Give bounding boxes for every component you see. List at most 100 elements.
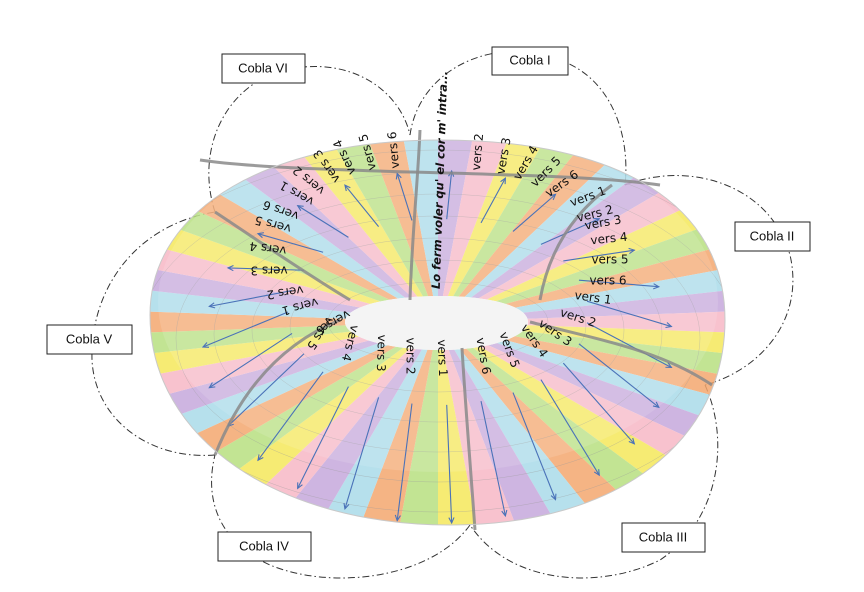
flow-arrow-head [550, 493, 557, 501]
torus-stripe [389, 140, 438, 322]
flow-arrow [209, 290, 293, 307]
torus-grid-ring [213, 215, 663, 453]
torus-stripe [438, 247, 725, 322]
cobla3-vers-6: vers 6 [473, 336, 493, 375]
torus-stripe [438, 322, 582, 525]
torus-stripe [341, 322, 438, 525]
torus-stripe [438, 218, 725, 322]
flow-arrow [540, 379, 600, 476]
flow-arrow-head [628, 247, 636, 254]
cobla1-vers-2: vers 2 [469, 133, 486, 171]
torus-grid-ring [251, 237, 625, 423]
flow-arrow-head [296, 204, 304, 211]
cobla-box-2: Cobla II [734, 221, 811, 252]
torus-stripe [438, 306, 725, 338]
flow-arrow [344, 184, 380, 227]
cobla2-vers-3: vers 3 [583, 212, 622, 232]
torus-stripe [438, 322, 725, 368]
cobla4-vers-2: vers 2 [404, 337, 418, 374]
cobla6-vers-6: vers 6 [385, 131, 402, 169]
torus-stripe [150, 322, 438, 397]
flow-arrow-head [226, 264, 234, 272]
cobla-boxes: Cobla I Cobla II Cobla III Cobla IV Cobl… [46, 46, 811, 562]
torus-stripe [389, 322, 438, 525]
cobla2-vers-4: vers 4 [590, 230, 628, 248]
cobla-box-3: Cobla III [621, 522, 706, 553]
cobla-box-4: Cobla IV [217, 531, 312, 562]
cobla4-vers-1: vers 1 [435, 339, 450, 377]
flow-arrow [578, 279, 659, 288]
cobla4-vers-3: vers 3 [374, 334, 389, 372]
cobla-4-label: Cobla IV [239, 538, 289, 553]
flow-arrow-head [395, 172, 402, 180]
torus-stripe [150, 247, 438, 322]
flow-arrow [202, 311, 289, 348]
torus-stripe [438, 322, 535, 525]
loop-cobla-5 [91, 211, 216, 456]
flow-arrow-head [500, 177, 507, 185]
flow-arrow-head [653, 283, 661, 290]
flow-arrow [227, 267, 304, 271]
flow-arrow-head [208, 302, 216, 309]
torus-grid-ring [289, 259, 587, 393]
torus-stripe [438, 191, 725, 322]
flow-arrow-head [201, 342, 210, 348]
cobla3-vers-1: vers 1 [574, 288, 613, 307]
cobla-box-6: Cobla VI [221, 53, 306, 84]
cobla-box-5: Cobla V [46, 324, 133, 355]
flow-arrow [512, 193, 556, 232]
flow-arrow [586, 300, 672, 328]
cobla-3-label: Cobla III [639, 529, 687, 544]
cobla-5-label: Cobla V [66, 331, 113, 346]
flow-arrow-head [628, 437, 636, 445]
loop-cobla-3 [469, 384, 719, 579]
flow-arrow [297, 386, 349, 489]
loop-cobla-2 [624, 175, 794, 386]
flow-arrow [257, 233, 324, 253]
flow-arrow-head [652, 401, 660, 409]
torus-stripe [438, 322, 725, 426]
torus-stripe [438, 322, 725, 453]
flow-arrow [480, 400, 506, 516]
torus-stripe [438, 140, 535, 322]
flow-arrow-head [448, 517, 455, 525]
flow-arrow-head [257, 454, 264, 462]
torus-stripe [341, 140, 438, 322]
cobla2-vers-5: vers 5 [591, 253, 628, 267]
loop-cobla-4 [211, 454, 471, 579]
cobla-box-1: Cobla I [491, 46, 569, 76]
torus-stripe [438, 140, 582, 322]
flow-arrow [578, 343, 660, 408]
torus-grid-ring [327, 281, 549, 363]
torus-grid-ring [150, 149, 725, 525]
torus-stripe [150, 306, 438, 338]
flow-arrow-head [256, 232, 264, 239]
cobla-6-label: Cobla VI [238, 60, 288, 75]
torus-stripe [150, 322, 438, 368]
flow-arrow [562, 362, 635, 445]
torus-stripe [150, 218, 438, 322]
flow-arrow [396, 173, 413, 221]
torus-stripe [438, 140, 627, 322]
torus-stripe [249, 140, 438, 322]
torus-stripe [150, 191, 438, 322]
cobla-1-label: Cobla I [509, 52, 550, 67]
cobla-2-label: Cobla II [750, 228, 795, 243]
flow-arrow [257, 371, 324, 461]
cobla5-vers-2: vers 2 [266, 283, 305, 302]
cobla5-vers-4: vers 4 [249, 239, 288, 258]
torus-stripe [438, 322, 725, 397]
flow-arrow-head [593, 469, 600, 477]
flow-arrow-head [343, 502, 350, 511]
flow-arrow-head [297, 482, 303, 490]
torus-stripe [150, 276, 438, 322]
torus-stripe [150, 322, 438, 453]
torus-stripe [294, 140, 438, 322]
torus-stripe [438, 276, 725, 322]
flow-arrow-head [344, 184, 351, 192]
flow-arrow [540, 218, 600, 245]
flow-arrow-head [208, 382, 216, 389]
cobla2-vers-6: vers 6 [589, 274, 626, 288]
flow-arrow-head [394, 514, 401, 522]
